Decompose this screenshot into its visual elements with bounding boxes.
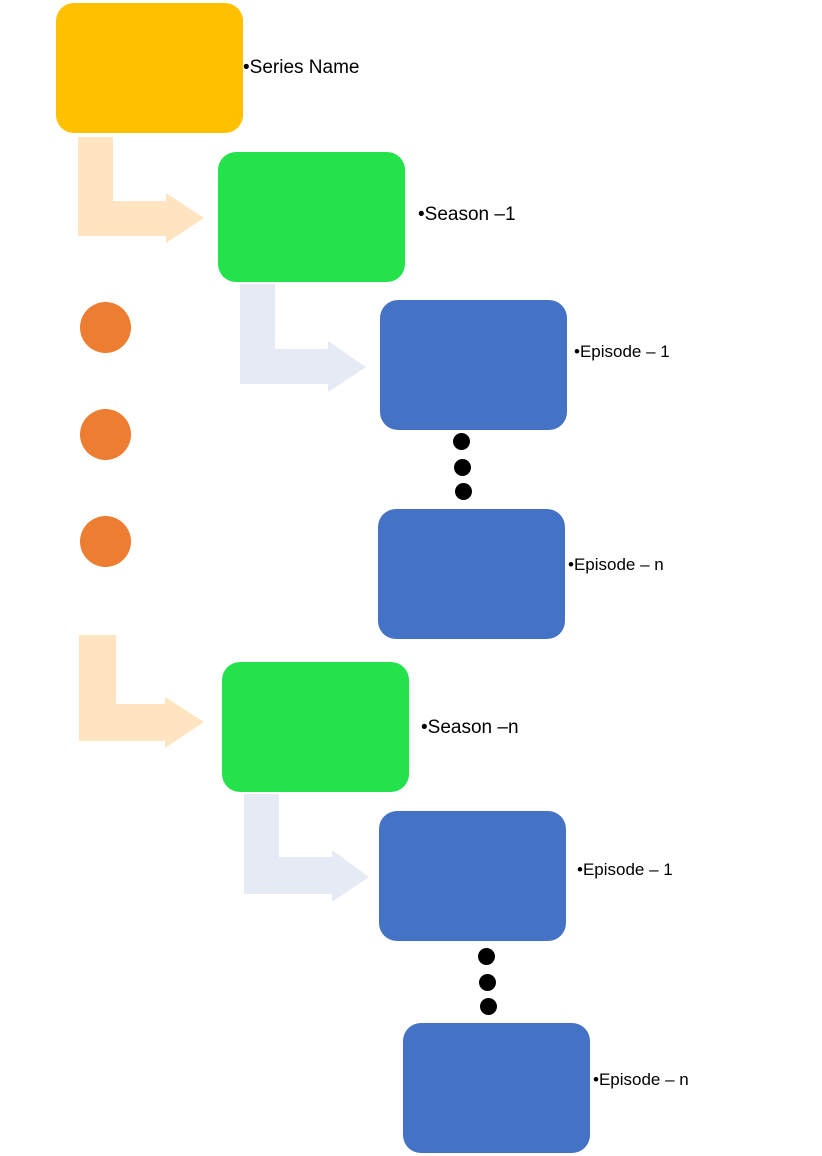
series-label: •Series Name bbox=[243, 57, 360, 78]
series-box bbox=[56, 3, 243, 133]
season-n-episode-1-label: •Episode – 1 bbox=[577, 860, 673, 879]
season-1-episode-n-label: •Episode – n bbox=[568, 555, 664, 574]
arrow-series-to-season-n bbox=[79, 635, 204, 748]
season-n-box bbox=[222, 662, 409, 792]
ellipsis-dot bbox=[479, 974, 496, 991]
arrow-season-n-to-episodes bbox=[244, 794, 369, 902]
ellipsis-dot-orange bbox=[80, 302, 131, 353]
arrow-season-1-to-episodes bbox=[240, 284, 366, 392]
season-1-label: •Season –1 bbox=[418, 204, 516, 225]
ellipsis-dot bbox=[455, 483, 472, 500]
arrow-series-to-season-1 bbox=[78, 137, 204, 243]
season-1-episode-n-box bbox=[378, 509, 565, 639]
season-1-box bbox=[218, 152, 405, 282]
ellipsis-dot bbox=[453, 433, 470, 450]
ellipsis-dot bbox=[454, 459, 471, 476]
ellipsis-dot-orange bbox=[80, 516, 131, 567]
ellipsis-dot bbox=[478, 948, 495, 965]
ellipsis-dot-orange bbox=[80, 409, 131, 460]
ellipsis-dot bbox=[480, 998, 497, 1015]
season-n-episode-n-label: •Episode – n bbox=[593, 1070, 689, 1089]
season-n-episode-1-box bbox=[379, 811, 566, 941]
season-1-episode-1-label: •Episode – 1 bbox=[574, 342, 670, 361]
season-n-label: •Season –n bbox=[421, 717, 519, 738]
season-n-episode-n-box bbox=[403, 1023, 590, 1153]
season-1-episode-1-box bbox=[380, 300, 567, 430]
